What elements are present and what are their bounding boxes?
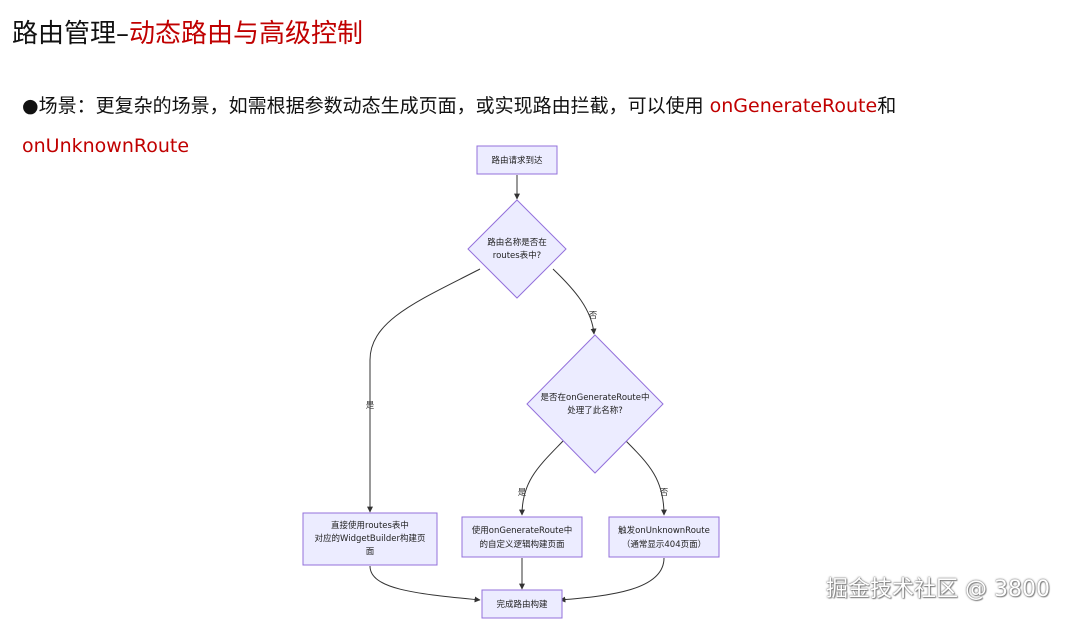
bullet-accent-ongenerateroute: onGenerateRoute — [709, 95, 878, 117]
watermark: 掘金技术社区 @ 3800 — [826, 577, 1050, 602]
edge-label-yes-2: 是 — [518, 488, 527, 498]
node-unknown-line2: （通常显示404页面） — [622, 539, 706, 550]
decision1-line2: routes表中? — [493, 250, 541, 261]
edge-unknown-to-end — [559, 557, 665, 603]
node-routes-line2: 对应的WidgetBuilder构建页 — [315, 533, 426, 544]
bullet-text: 场景：更复杂的场景，如需根据参数动态生成页面，或实现路由拦截，可以使用 — [38, 95, 710, 117]
page-title: 路由管理–动态路由与高级控制 — [12, 14, 363, 54]
edge-decision1-no — [552, 268, 597, 335]
bullet-accent-onunknownroute: onUnknownRoute — [22, 135, 190, 157]
node-use-routes-table: 直接使用routes表中 对应的WidgetBuilder构建页 面 — [302, 512, 438, 566]
node-trigger-onunknownroute: 触发onUnknownRoute （通常显示404页面） — [608, 516, 720, 558]
decision1-line1: 路由名称是否在 — [487, 237, 547, 248]
bullet-marker: ● — [22, 95, 39, 117]
edge-routes-to-end — [369, 565, 481, 603]
node-unknown-line1: 触发onUnknownRoute — [618, 525, 710, 536]
bullet-joiner: 和 — [877, 95, 897, 117]
node-route-complete: 完成路由构建 — [481, 589, 563, 619]
edge-label-no-2: 否 — [660, 488, 669, 498]
node-route-complete-label: 完成路由构建 — [496, 599, 548, 610]
node-generate-line2: 的自定义逻辑构建页面 — [479, 539, 565, 550]
edge-label-yes-1: 是 — [366, 401, 375, 411]
node-use-ongenerateroute: 使用onGenerateRoute中 的自定义逻辑构建页面 — [461, 516, 583, 558]
title-accent: 动态路由与高级控制 — [129, 19, 364, 49]
scenario-bullet: ●场景：更复杂的场景，如需根据参数动态生成页面，或实现路由拦截，可以使用 onG… — [22, 86, 1062, 166]
decision2-line1: 是否在onGenerateRoute中 — [541, 392, 650, 403]
decision-route-in-table: 路由名称是否在 routes表中? — [467, 199, 567, 299]
title-prefix: 路由管理– — [12, 19, 130, 49]
edge-label-no-1: 否 — [589, 311, 598, 321]
node-request-arrives: 路由请求到达 — [476, 145, 558, 175]
node-routes-line3: 面 — [366, 547, 375, 557]
node-generate-line1: 使用onGenerateRoute中 — [472, 525, 572, 536]
node-routes-line1: 直接使用routes表中 — [331, 520, 409, 531]
decision-handled-by-ongenerateroute: 是否在onGenerateRoute中 处理了此名称? — [526, 334, 664, 474]
edge-decision1-yes — [367, 268, 481, 513]
edge-decision2-no — [624, 439, 667, 516]
node-request-arrives-label: 路由请求到达 — [491, 155, 543, 166]
edge-decision2-yes — [519, 439, 565, 516]
decision2-line2: 处理了此名称? — [567, 405, 623, 416]
